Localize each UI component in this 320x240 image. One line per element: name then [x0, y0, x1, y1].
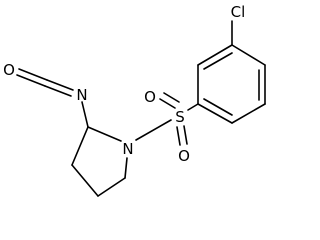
bond-ring-c4-c5 — [231, 103, 266, 124]
benzene-ring — [197, 44, 266, 124]
bond-isocyanate-n-c-a — [46, 79, 74, 91]
isocyanate-nitrogen-label: N — [76, 86, 87, 104]
bond-c2-isocyanate-nitrogen — [81, 101, 89, 128]
bond-c5-n — [124, 157, 128, 179]
bond-sulfur-oxygen-lower-a — [176, 126, 181, 146]
bond-isocyanate-n-c-b — [44, 85, 72, 97]
sulfonyl-oxygen-upper-label: O — [144, 88, 156, 106]
isocyanate-oxygen-label: O — [3, 61, 15, 79]
chemical-structure-diagram: Cl S O O N N O — [3, 3, 266, 197]
pyrrolidine-ring — [71, 126, 128, 197]
bond-sulfur-oxygen-upper-b — [163, 92, 180, 103]
chlorine-atom-label: Cl — [231, 3, 246, 21]
bond-isocyanate-c-o-b — [16, 74, 46, 87]
bond-c3-c4 — [71, 164, 99, 197]
bond-sulfur-oxygen-lower-b — [183, 125, 188, 145]
sulfonyl-oxygen-lower-label: O — [178, 147, 190, 165]
bond-n-c2 — [87, 126, 122, 142]
bond-ring-double-inner-3 — [203, 98, 233, 116]
bond-sulfur-oxygen-upper-a — [159, 98, 176, 109]
bond-ring-sulfur — [187, 103, 199, 111]
bond-isocyanate-c-o-a — [18, 68, 48, 81]
bond-ring-c2-c3 — [231, 44, 266, 66]
pyrrolidine-nitrogen-label: N — [122, 140, 133, 158]
bond-c4-c5 — [97, 177, 126, 197]
bond-ring-c5-c6 — [197, 103, 233, 124]
bond-ring-c1-c2 — [197, 44, 233, 66]
bond-ring-double-inner-1 — [203, 52, 233, 70]
bond-sulfur-nitrogen — [135, 119, 172, 141]
bond-c2-c3 — [71, 126, 89, 166]
sulfur-atom-label: S — [175, 108, 185, 126]
